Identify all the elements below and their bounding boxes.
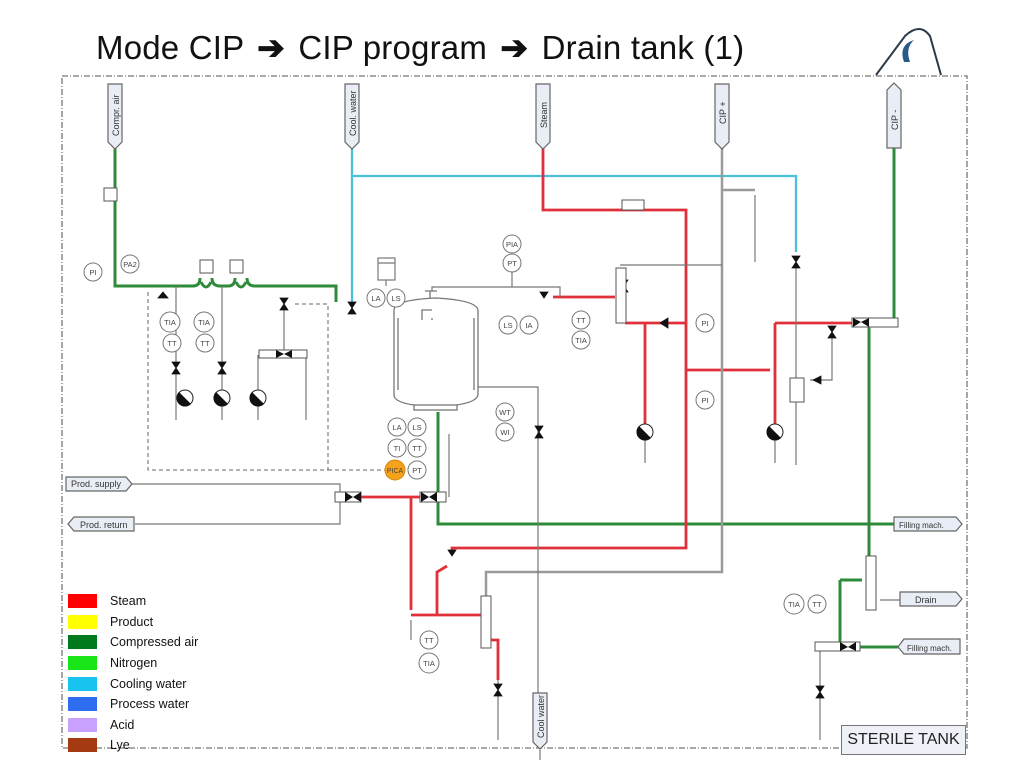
legend-label: Lye (110, 738, 130, 753)
page-title: Mode CIP ➔ CIP program ➔ Drain tank (1) (96, 28, 744, 67)
sterile-tank-label: STERILE TANK (841, 725, 966, 755)
legend-swatch (68, 738, 97, 753)
instrument-label: PT (507, 259, 517, 268)
process-lines (484, 148, 755, 596)
legend-label: Cooling water (110, 676, 187, 691)
legend-swatch (68, 614, 97, 629)
instrument-label: TIA (423, 659, 435, 668)
company-logo (875, 28, 942, 76)
legend-label: Product (110, 614, 154, 629)
instrument-label: PT (412, 466, 422, 475)
instrument-label: PA2 (123, 260, 137, 269)
connector-cip-minus (886, 82, 902, 149)
legend-item: Nitrogen (68, 653, 198, 674)
instrument-label: LA (392, 423, 401, 432)
diagram-frame (61, 75, 968, 749)
instrument-label: TT (812, 600, 822, 609)
legend-label: Nitrogen (110, 656, 158, 671)
arrow-right-icon: ➔ (257, 29, 285, 66)
instrument-label: TI (394, 444, 401, 453)
connector-label: CIP + (718, 101, 728, 124)
legend-swatch (68, 656, 97, 671)
connector-label: CIP - (890, 110, 900, 130)
instrument-label: PI (89, 268, 96, 277)
connector-filling-mach-1 (893, 516, 963, 532)
instruments (83, 234, 827, 674)
legend-item: Compressed air (68, 632, 198, 653)
instrument-label: TIA (164, 318, 176, 327)
legend-swatch (68, 676, 97, 691)
connector-compr-air (107, 83, 123, 150)
instrument-label: TIA (788, 600, 800, 609)
connector-label: Cool water (536, 695, 546, 738)
instrument-label: LA (371, 294, 380, 303)
instrument-label: LS (412, 423, 421, 432)
legend-item: Lye (68, 735, 198, 756)
connector-tags (65, 82, 963, 750)
connector-cip-plus (714, 83, 730, 150)
connector-cool-water-top (344, 83, 360, 150)
instrument-label: LS (391, 294, 400, 303)
connector-steam (535, 83, 551, 150)
instrument-label: WT (499, 408, 511, 417)
legend-item: Process water (68, 694, 198, 715)
instrument-label: IA (525, 321, 532, 330)
arrow-right-icon: ➔ (500, 29, 529, 66)
legend-label: Compressed air (110, 635, 199, 650)
legend: Steam Product Compressed air Nitrogen Co… (68, 591, 198, 756)
instrument-label: WI (500, 428, 509, 437)
connector-label: Filling mach. (907, 644, 952, 653)
instrument-label: TT (412, 444, 422, 453)
legend-item: Acid (68, 715, 198, 736)
title-step: Drain tank (1) (541, 29, 745, 66)
legend-label: Process water (110, 697, 190, 712)
legend-swatch (68, 717, 97, 732)
valve-block-bowties (276, 318, 869, 651)
connector-label: Prod. return (80, 520, 128, 530)
pump-icons (176, 389, 784, 441)
legend-swatch (68, 594, 97, 609)
connector-filling-mach-2 (897, 638, 961, 655)
legend-item: Cooling water (68, 673, 198, 694)
instrument-label: TIA (575, 336, 587, 345)
connector-label: Drain (915, 595, 937, 605)
legend-swatch (68, 635, 97, 650)
instrument-label: PI (701, 319, 708, 328)
instrument-label: TIA (198, 318, 210, 327)
cooling-water-lines (350, 148, 798, 302)
connector-tag-labels: Compr. air Cool. water Steam CIP + CIP -… (71, 90, 952, 738)
connector-prod-supply (65, 476, 133, 492)
title-program: CIP program (298, 29, 488, 66)
instrument-label: LS (503, 321, 512, 330)
instrument-label: PI (701, 396, 708, 405)
connector-label: Compr. air (111, 94, 121, 136)
instrument-label: TT (576, 316, 586, 325)
instrument-label: PICA (387, 468, 404, 475)
instrument-label: TT (200, 339, 210, 348)
legend-label: Acid (110, 717, 135, 732)
connector-label: Cool. water (348, 90, 358, 136)
legend-label: Steam (110, 594, 147, 609)
sterile-tank-vessel (393, 290, 479, 411)
connector-cool-water-bottom (532, 692, 548, 750)
thin-lines (128, 195, 900, 760)
cylinder-element (377, 257, 396, 286)
steam-lines (360, 148, 852, 680)
legend-swatch (68, 697, 97, 712)
compressed-air-lines (113, 148, 898, 649)
legend-item: Steam (68, 591, 198, 612)
connector-label: Prod. supply (71, 479, 122, 489)
connector-label: Steam (539, 102, 549, 128)
instrument-label: PIA (506, 240, 518, 249)
instrument-labels: PI PA2 TIA TT TIA TT LA LS PIA PT LS IA … (89, 240, 822, 668)
title-mode: Mode CIP (96, 29, 244, 66)
connector-label: Filling mach. (899, 521, 944, 530)
instrument-label: TT (424, 636, 434, 645)
signal-lines (147, 292, 385, 471)
connector-drain (899, 591, 963, 607)
pica-indicator (384, 459, 406, 481)
connector-prod-return (67, 516, 135, 532)
instrument-label: TT (167, 339, 177, 348)
legend-item: Product (68, 612, 198, 633)
